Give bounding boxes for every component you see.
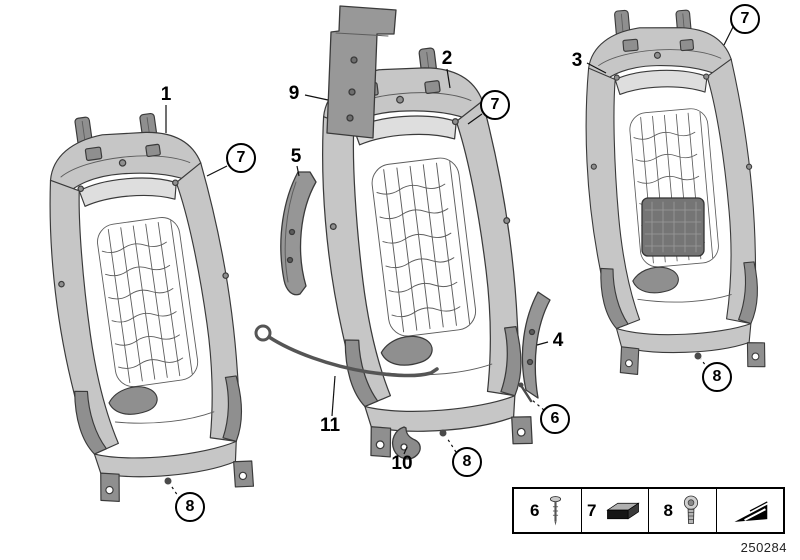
legend-label-7: 7: [587, 500, 597, 520]
callout-2[interactable]: 2: [441, 48, 453, 69]
callout-1[interactable]: 1: [160, 84, 172, 105]
legend-label-6: 6: [530, 500, 540, 520]
wire-rod-part-11: [254, 324, 439, 378]
callout-7-frame2[interactable]: 7: [480, 90, 510, 120]
callout-8-frame3[interactable]: 8: [702, 362, 732, 392]
seat-frame-1: [31, 99, 259, 511]
callout-7-frame1[interactable]: 7: [226, 143, 256, 173]
legend-label-8: 8: [663, 500, 673, 520]
legend-item-8[interactable]: 8: [648, 489, 716, 532]
callout-8-frame2[interactable]: 8: [452, 447, 482, 477]
legend-box: 6 7 8: [512, 487, 785, 534]
screw-pin-icon: [550, 495, 562, 525]
side-bracket-part-5: [280, 171, 317, 296]
legend-item-6[interactable]: 6: [514, 489, 581, 532]
callout-8-frame1[interactable]: 8: [175, 492, 205, 522]
callout-11[interactable]: 11: [319, 415, 341, 436]
trim-panel-part-9: [326, 5, 397, 139]
callout-3[interactable]: 3: [571, 50, 583, 71]
callout-7-frame3[interactable]: 7: [730, 4, 760, 34]
diagram-number: 250284: [740, 540, 787, 555]
foam-pad-icon: [606, 502, 641, 519]
callout-6[interactable]: 6: [540, 404, 570, 434]
side-bracket-part-4: [521, 291, 551, 399]
callout-4[interactable]: 4: [552, 330, 564, 351]
seat-frame-3: [573, 0, 770, 382]
clip-part-10: [391, 426, 421, 460]
fastener-bolts: [164, 352, 702, 485]
callout-5[interactable]: 5: [290, 146, 302, 167]
legend-item-7[interactable]: 7: [580, 489, 649, 532]
page-corner-icon: [734, 500, 768, 522]
legend-info-cell[interactable]: [715, 489, 784, 532]
torx-bolt-icon: [683, 495, 699, 524]
lumbar-mat-frame-3: [641, 197, 705, 257]
callout-9[interactable]: 9: [288, 83, 300, 104]
callout-10[interactable]: 10: [391, 453, 413, 474]
